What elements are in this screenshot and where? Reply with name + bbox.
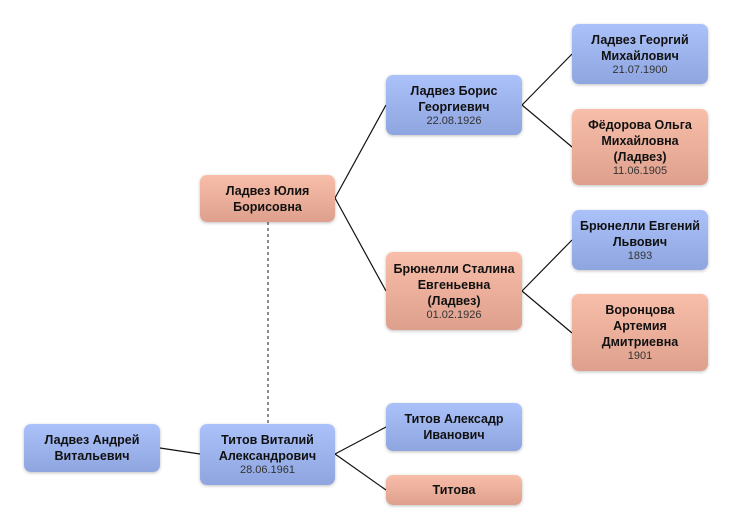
person-date: 1901 xyxy=(627,350,653,362)
person-name: Ладвез Юлия Борисовна xyxy=(225,183,310,214)
person-date: 01.02.1926 xyxy=(426,308,482,321)
link-vitaly-titova xyxy=(334,453,387,491)
link-stalina-artemia xyxy=(521,290,573,334)
person-name: Ладвез Борис Георгиевич xyxy=(410,83,498,114)
link-yulia-boris xyxy=(334,104,387,199)
person-node-vitaly[interactable]: Титов Виталий Александрович 28.06.1961 xyxy=(200,424,335,485)
person-name: Ладвез Андрей Витальевич xyxy=(44,433,140,463)
person-node-georgy[interactable]: Ладвез Георгий Михайлович 21.07.1900 xyxy=(572,24,708,84)
person-name: Титова xyxy=(432,483,476,497)
person-node-boris[interactable]: Ладвез Борис Георгиевич 22.08.1926 xyxy=(386,75,522,135)
person-date: 11.06.1905 xyxy=(612,164,668,177)
person-date: 1893 xyxy=(627,249,653,262)
link-andrey-vitaly xyxy=(159,447,201,455)
person-name: Брюнелли Сталина Евгеньевна (Ладвез) xyxy=(393,261,515,308)
person-name: Воронцова Артемия Дмитриевна xyxy=(601,303,679,349)
link-vitaly-aleksandr xyxy=(334,426,387,455)
person-node-titova[interactable]: Титова xyxy=(386,475,522,505)
person-node-andrey[interactable]: Ладвез Андрей Витальевич xyxy=(24,424,160,472)
person-name: Титов Алексадр Иванович xyxy=(404,412,504,442)
person-date: 21.07.1900 xyxy=(612,63,668,76)
person-name: Фёдорова Ольга Михайловна (Ладвез) xyxy=(588,117,692,164)
person-name: Титов Виталий Александрович xyxy=(218,433,317,463)
person-node-stalina[interactable]: Брюнелли Сталина Евгеньевна (Ладвез) 01.… xyxy=(386,252,522,330)
link-yulia-stalina xyxy=(334,197,387,292)
person-node-evgeny[interactable]: Брюнелли Евгений Львович 1893 xyxy=(572,210,708,270)
person-node-artemia[interactable]: Воронцова Артемия Дмитриевна 1901 xyxy=(572,294,708,371)
link-stalina-evgeny xyxy=(521,239,573,292)
person-node-yulia[interactable]: Ладвез Юлия Борисовна xyxy=(200,175,335,222)
link-boris-georgy xyxy=(521,53,573,106)
person-date: 22.08.1926 xyxy=(426,114,482,127)
person-node-aleksandr[interactable]: Титов Алексадр Иванович xyxy=(386,403,522,451)
person-node-olga[interactable]: Фёдорова Ольга Михайловна (Ладвез) 11.06… xyxy=(572,109,708,185)
person-date: 28.06.1961 xyxy=(239,464,296,476)
person-name: Ладвез Георгий Михайлович xyxy=(591,32,689,63)
link-boris-olga xyxy=(521,104,573,148)
person-name: Брюнелли Евгений Львович xyxy=(580,218,700,249)
